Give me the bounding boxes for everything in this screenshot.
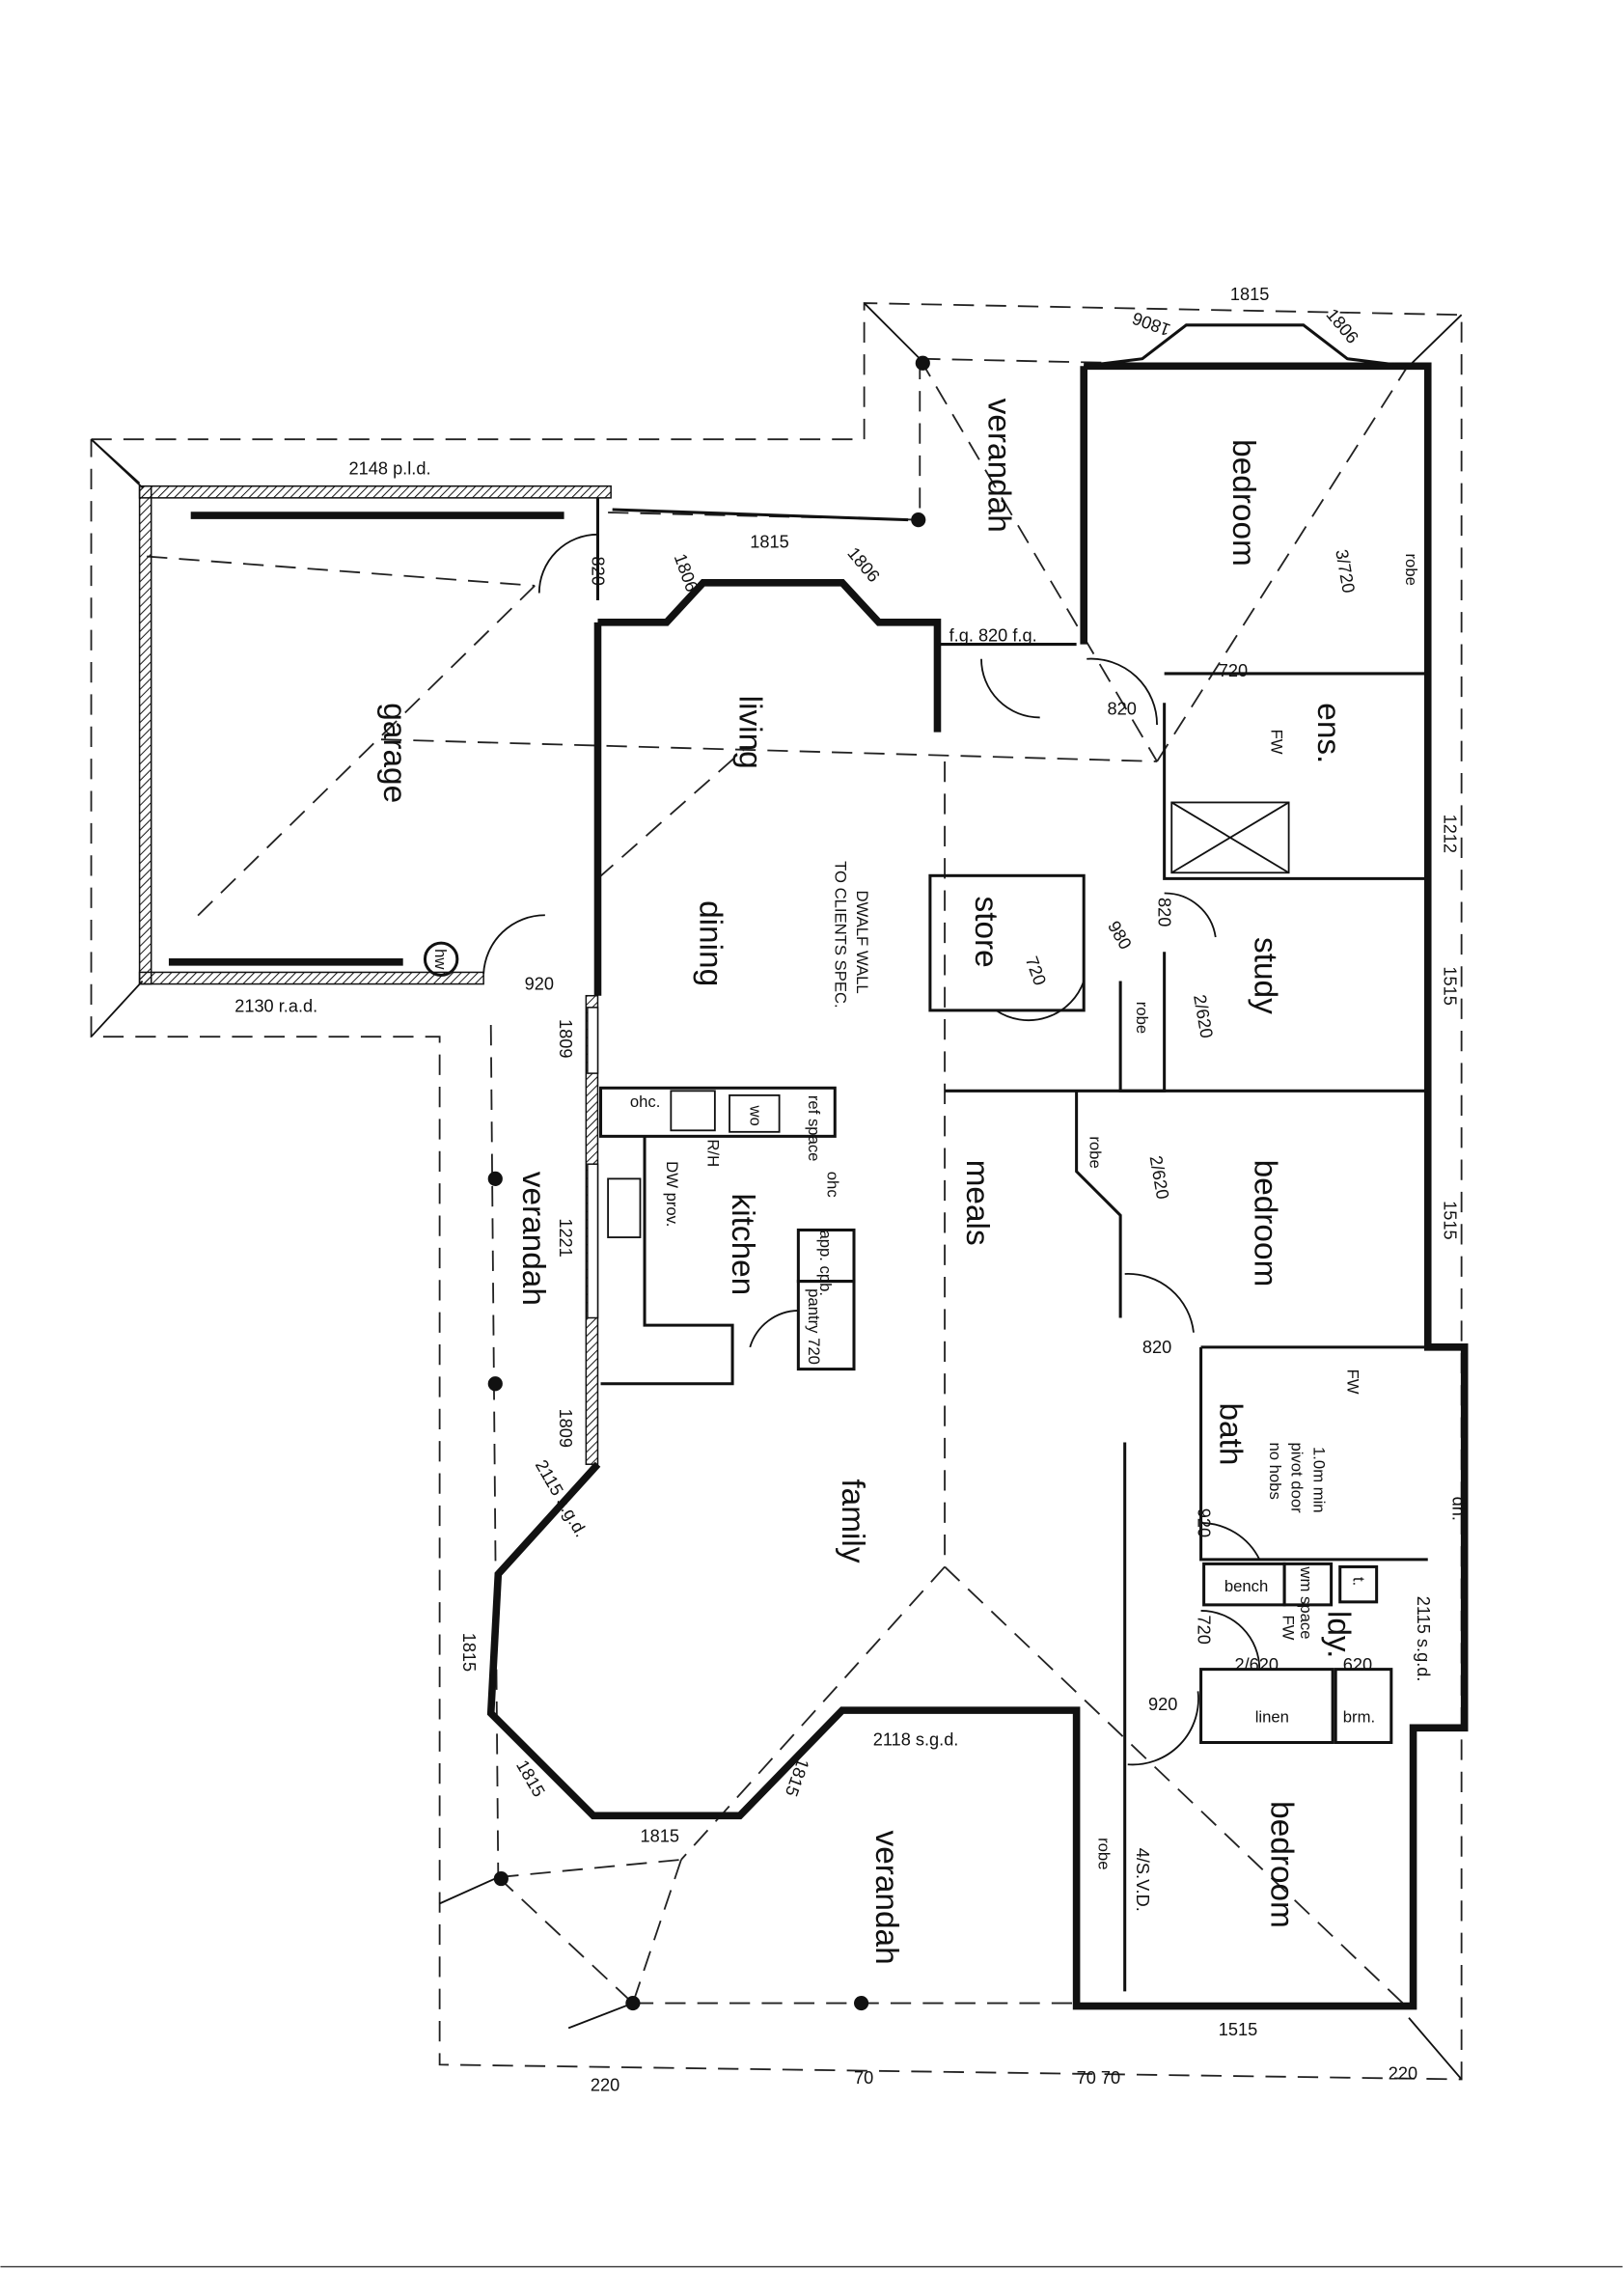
- dim-store-980: 980: [1104, 918, 1136, 953]
- dim-bed3-window: 1515: [1219, 2020, 1257, 2039]
- room-garage: garage: [376, 703, 412, 803]
- room-bedroom-2: bedroom: [1248, 1160, 1283, 1287]
- dim-bath-door: 920: [1195, 1508, 1214, 1537]
- wm-space-label: wm space: [1297, 1565, 1315, 1639]
- ohc-label-1: ohc.: [630, 1093, 661, 1111]
- room-robe-1: robe: [1402, 554, 1420, 586]
- hot-water-icon: [423, 941, 459, 977]
- room-dining: dining: [693, 900, 729, 986]
- room-family: family: [835, 1479, 870, 1563]
- room-labels: garage verandah bedroom robe ens. living…: [376, 399, 1420, 1965]
- dim-living-bay-right: 1806: [843, 543, 883, 586]
- room-meals: meals: [959, 1160, 995, 1246]
- door-swings: [482, 533, 1261, 1766]
- wo-label: wo: [746, 1105, 764, 1126]
- dim-window-1221: 1221: [556, 1218, 575, 1257]
- room-bath: bath: [1212, 1402, 1248, 1465]
- pivot-note-3: no hobs: [1266, 1442, 1284, 1499]
- dim-bed2-robe: 2/620: [1146, 1154, 1173, 1201]
- dim-bottom-70-70: 70 70: [1077, 2068, 1121, 2088]
- dim-living-bay-top: 1815: [750, 532, 788, 551]
- dim-bottom-220-right: 220: [1389, 2063, 1417, 2083]
- room-robe-study: robe: [1133, 1002, 1151, 1034]
- fw-ldy-label: FW: [1279, 1615, 1298, 1640]
- dim-bed1-robe: 3/720: [1332, 548, 1359, 595]
- dim-study-door: 820: [1155, 898, 1174, 927]
- room-store: store: [968, 897, 1004, 968]
- room-linen: linen: [1255, 1707, 1289, 1726]
- dim-bed1-bay-top: 1815: [1230, 285, 1269, 304]
- dim-bed2-window: 1515: [1440, 1201, 1459, 1239]
- fixture-labels: hw ohc. wo ref space R/H DW prov. ohc ap…: [423, 730, 1367, 1641]
- dwarf-wall-note-1: DWALF WALL: [853, 890, 871, 993]
- room-laundry: ldy.: [1321, 1611, 1357, 1658]
- dim-window-1809b: 1809: [556, 1409, 575, 1448]
- pivot-note-1: 1.0m min: [1309, 1447, 1328, 1513]
- dim-store-door: 720: [1022, 954, 1050, 987]
- tub-label: t.: [1349, 1577, 1367, 1586]
- dim-bay-side: 1815: [459, 1633, 479, 1672]
- hw-label: hw: [431, 949, 450, 970]
- room-bedroom-1: bedroom: [1225, 439, 1261, 567]
- dim-garage-bottom: 2130 r.a.d.: [234, 996, 317, 1015]
- verandah-posts: [487, 355, 930, 2011]
- room-study: study: [1248, 937, 1283, 1014]
- dim-living-bay-left: 1806: [671, 551, 702, 595]
- dw-prov-label: DW prov.: [663, 1161, 681, 1227]
- room-verandah-top: verandah: [981, 399, 1017, 533]
- dim-study-robe: 2/620: [1190, 993, 1217, 1039]
- app-cpb-label: app. cpb.: [816, 1230, 835, 1296]
- dim-window-1809a: 1809: [556, 1019, 575, 1058]
- dim-bay-bottom: 1815: [640, 1827, 678, 1846]
- dim-study-window: 1515: [1440, 966, 1459, 1005]
- pantry-label: pantry 720: [805, 1288, 823, 1365]
- dim-bed3-door: 920: [1148, 1695, 1177, 1714]
- dim-bottom-70: 70: [854, 2068, 873, 2088]
- dim-garage-side-door: 920: [525, 975, 554, 994]
- walls: [138, 323, 1469, 2010]
- room-broom: brm.: [1343, 1707, 1375, 1726]
- bench-label: bench: [1224, 1577, 1268, 1595]
- dim-bottom-220-left: 220: [591, 2076, 619, 2095]
- ref-space-label: ref space: [805, 1095, 823, 1162]
- room-verandah-left: verandah: [515, 1172, 551, 1306]
- dwarf-wall-note-2: TO CLIENTS SPEC.: [831, 861, 849, 1009]
- dim-bed1-bay-left: 1806: [1130, 308, 1173, 340]
- room-kitchen: kitchen: [725, 1194, 760, 1296]
- dim-broom-door: 620: [1343, 1655, 1372, 1674]
- ohc-label-2: ohc: [824, 1172, 842, 1198]
- room-ensuite: ens.: [1310, 703, 1346, 763]
- dim-bed1-door: 820: [1107, 699, 1136, 718]
- dim-ldy-door: 720: [1195, 1615, 1214, 1644]
- dim-dh: dh.: [1449, 1497, 1469, 1521]
- dim-fg: f.g. 820 f.g.: [949, 626, 1037, 646]
- dim-sgd-right: 2115 s.g.d.: [1414, 1596, 1433, 1682]
- dim-garage-top: 2148 p.l.d.: [349, 459, 431, 479]
- dim-svd: 4/S.V.D.: [1133, 1848, 1152, 1912]
- dim-bed1-bay-right: 1806: [1322, 305, 1362, 347]
- pivot-note-2: pivot door: [1288, 1442, 1307, 1513]
- dim-ens-door: 720: [1219, 661, 1248, 680]
- fw-bath-label: FW: [1343, 1369, 1362, 1395]
- room-robe-bed3: robe: [1094, 1838, 1113, 1869]
- fw-ens-label: FW: [1267, 730, 1285, 755]
- room-bedroom-3: bedroom: [1263, 1801, 1299, 1928]
- dim-linen-doors: 2/620: [1234, 1655, 1279, 1674]
- dim-bed2-door: 820: [1142, 1338, 1171, 1357]
- dim-sgd-bottom: 2118 s.g.d.: [873, 1730, 959, 1750]
- room-living: living: [732, 696, 768, 769]
- room-robe-bed2: robe: [1086, 1136, 1104, 1168]
- dim-garage-door: 820: [588, 557, 607, 586]
- room-verandah-bottom: verandah: [868, 1831, 904, 1965]
- dim-bay-lower-right: 1815: [782, 1756, 813, 1799]
- dim-ens-window: 1212: [1440, 815, 1459, 853]
- rh-label: R/H: [703, 1139, 722, 1167]
